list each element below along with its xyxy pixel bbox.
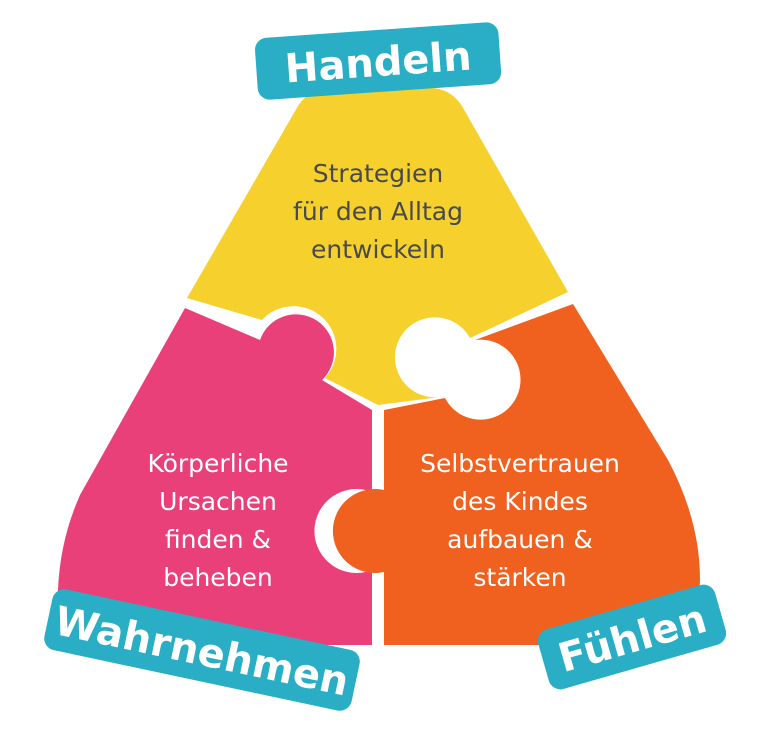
pink-line: finden & xyxy=(165,525,271,554)
pink-line: beheben xyxy=(163,563,273,592)
yellow-piece xyxy=(187,88,568,405)
orange-line: des Kindes xyxy=(452,487,588,516)
orange-line: stärken xyxy=(473,563,566,592)
pink-line: Ursachen xyxy=(159,487,277,516)
orange-line: Selbstvertrauen xyxy=(420,449,620,478)
label-handeln: Handeln xyxy=(255,22,502,100)
pink-piece xyxy=(57,308,372,645)
yellow-line: entwickeln xyxy=(311,235,445,264)
yellow-text: Strategien für den Alltag entwickeln xyxy=(293,159,463,264)
orange-piece xyxy=(332,304,700,645)
pink-line: Körperliche xyxy=(147,449,288,478)
orange-line: aufbauen & xyxy=(447,525,593,554)
yellow-line: für den Alltag xyxy=(293,197,463,226)
pink-text: Körperliche Ursachen finden & beheben xyxy=(147,449,288,592)
orange-text: Selbstvertrauen des Kindes aufbauen & st… xyxy=(420,449,620,592)
yellow-line: Strategien xyxy=(313,159,444,188)
